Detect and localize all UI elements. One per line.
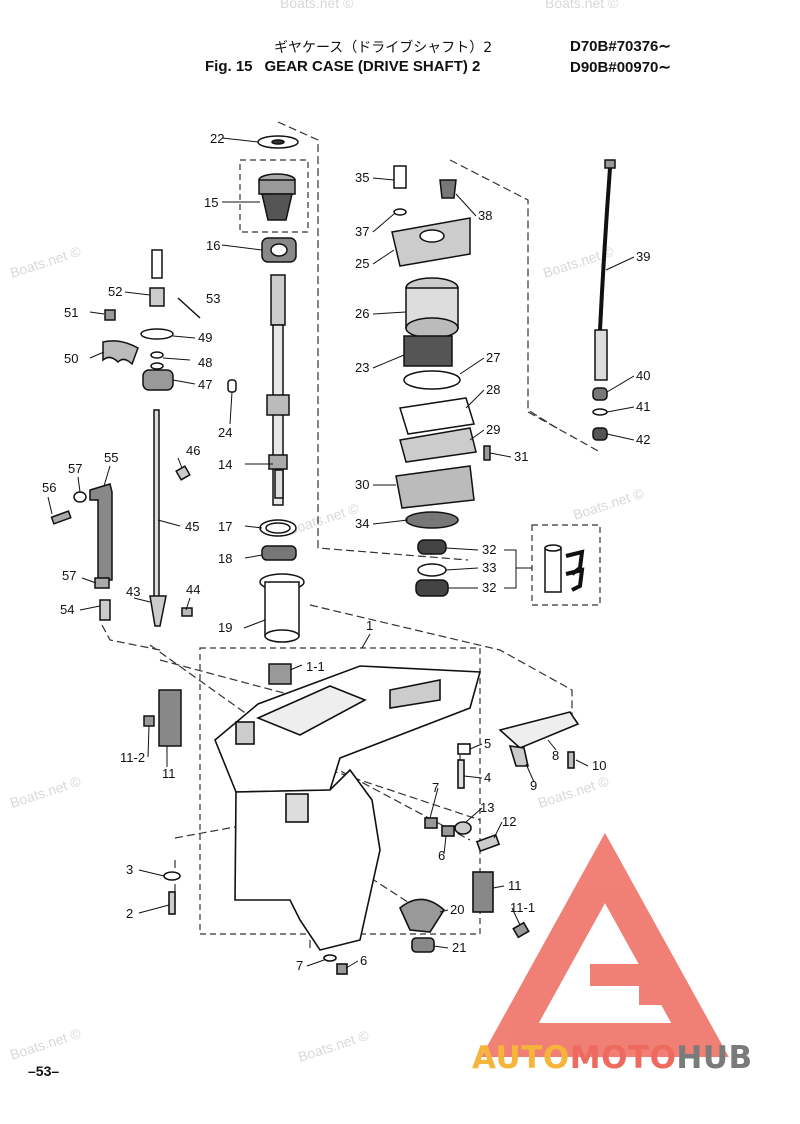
callout-11: 11 [508,878,522,893]
callout-47: 47 [198,377,212,392]
callout-50: 50 [64,351,78,366]
brand-logo-shape [481,832,729,1057]
callout-11-2: 11-2 [120,750,145,765]
title-japanese: ギヤケース（ドライブシャフト）2 [274,40,493,56]
title-english: Fig. 15 GEAR CASE (DRIVE SHAFT) 2 [205,58,480,75]
callout-24: 24 [218,425,232,440]
callout-23: 23 [355,360,369,375]
shift-cable [592,159,616,441]
callout-40: 40 [636,368,650,383]
callout-19: 19 [218,620,232,635]
watermark-text: Boats.net © [286,500,361,538]
callout-30: 30 [355,477,369,492]
callout-38: 38 [478,208,492,223]
brand-part-hub: HUB [676,1040,753,1076]
callout-15: 15 [204,195,218,210]
watermark-text: Boats.net © [296,1027,371,1065]
callout-29: 29 [486,422,500,437]
callout-32: 32 [482,580,496,595]
callout-21: 21 [452,940,466,955]
callout-8: 8 [552,748,559,763]
callout-35: 35 [355,170,369,185]
callout-33: 33 [482,560,496,575]
callout-6: 6 [438,848,445,863]
drive-shaft-assembly [227,135,305,685]
serial-range-1: D70B#70376∼ [570,38,671,55]
callout-6: 6 [360,953,367,968]
callout-39: 39 [636,249,650,264]
callout-1: 1 [366,618,373,633]
watermark-text: Boats.net © [545,0,619,11]
water-pump-assembly [391,165,585,597]
callout-45: 45 [185,519,199,534]
callout-27: 27 [486,350,500,365]
callout-34: 34 [355,516,369,531]
callout-46: 46 [186,443,200,458]
watermark-text: Boats.net © [8,1025,83,1063]
shift-rod-components [50,249,201,747]
callout-22: 22 [210,131,224,146]
callout-18: 18 [218,551,232,566]
callout-51: 51 [64,305,78,320]
callout-4: 4 [484,770,491,785]
callout-57: 57 [68,461,82,476]
callout-3: 3 [126,862,133,877]
callout-56: 56 [42,480,56,495]
callout-53: 53 [206,291,220,306]
callout-31: 31 [514,449,528,464]
page-number: –53– [28,1063,60,1079]
callout-28: 28 [486,382,500,397]
brand-part-auto: AUTO [472,1040,570,1076]
callout-57: 57 [62,568,76,583]
callout-10: 10 [592,758,606,773]
callout-49: 49 [198,330,212,345]
callout-9: 9 [530,778,537,793]
callout-26: 26 [355,306,369,321]
watermark-text: Boats.net © [8,773,83,811]
callout-42: 42 [636,432,650,447]
gear-case-housing [163,665,580,975]
callout-7: 7 [296,958,303,973]
callout-55: 55 [104,450,118,465]
callout-7: 7 [432,780,439,795]
callout-44: 44 [186,582,200,597]
watermark-text: Boats.net © [571,485,646,523]
callout-41: 41 [636,399,650,414]
callout-25: 25 [355,256,369,271]
brand-part-moto: MOTO [569,1040,677,1076]
callout-5: 5 [484,736,491,751]
callout-2: 2 [126,906,133,921]
callout-11-1: 11-1 [510,900,535,915]
callout-52: 52 [108,284,122,299]
callout-48: 48 [198,355,212,370]
watermark-text: Boats.net © [280,0,354,11]
callout-14: 14 [218,457,232,472]
callout-17: 17 [218,519,232,534]
callout-11: 11 [162,766,176,781]
watermark-text: Boats.net © [536,773,611,811]
serial-range-2: D90B#00970∼ [570,59,671,76]
brand-wordmark: AUTOMOTOHUB [472,1040,753,1076]
callout-12: 12 [502,814,516,829]
watermark-text: Boats.net © [8,243,83,281]
figure-title: GEAR CASE (DRIVE SHAFT) 2 [264,58,481,75]
callout-54: 54 [60,602,74,617]
callout-13: 13 [480,800,494,815]
figure-number: Fig. 15 [205,58,253,75]
callout-1-1: 1-1 [306,659,325,674]
callout-16: 16 [206,238,220,253]
callout-37: 37 [355,224,369,239]
callout-32: 32 [482,542,496,557]
callout-43: 43 [126,584,140,599]
callout-20: 20 [450,902,464,917]
callout-leaders [47,137,635,969]
